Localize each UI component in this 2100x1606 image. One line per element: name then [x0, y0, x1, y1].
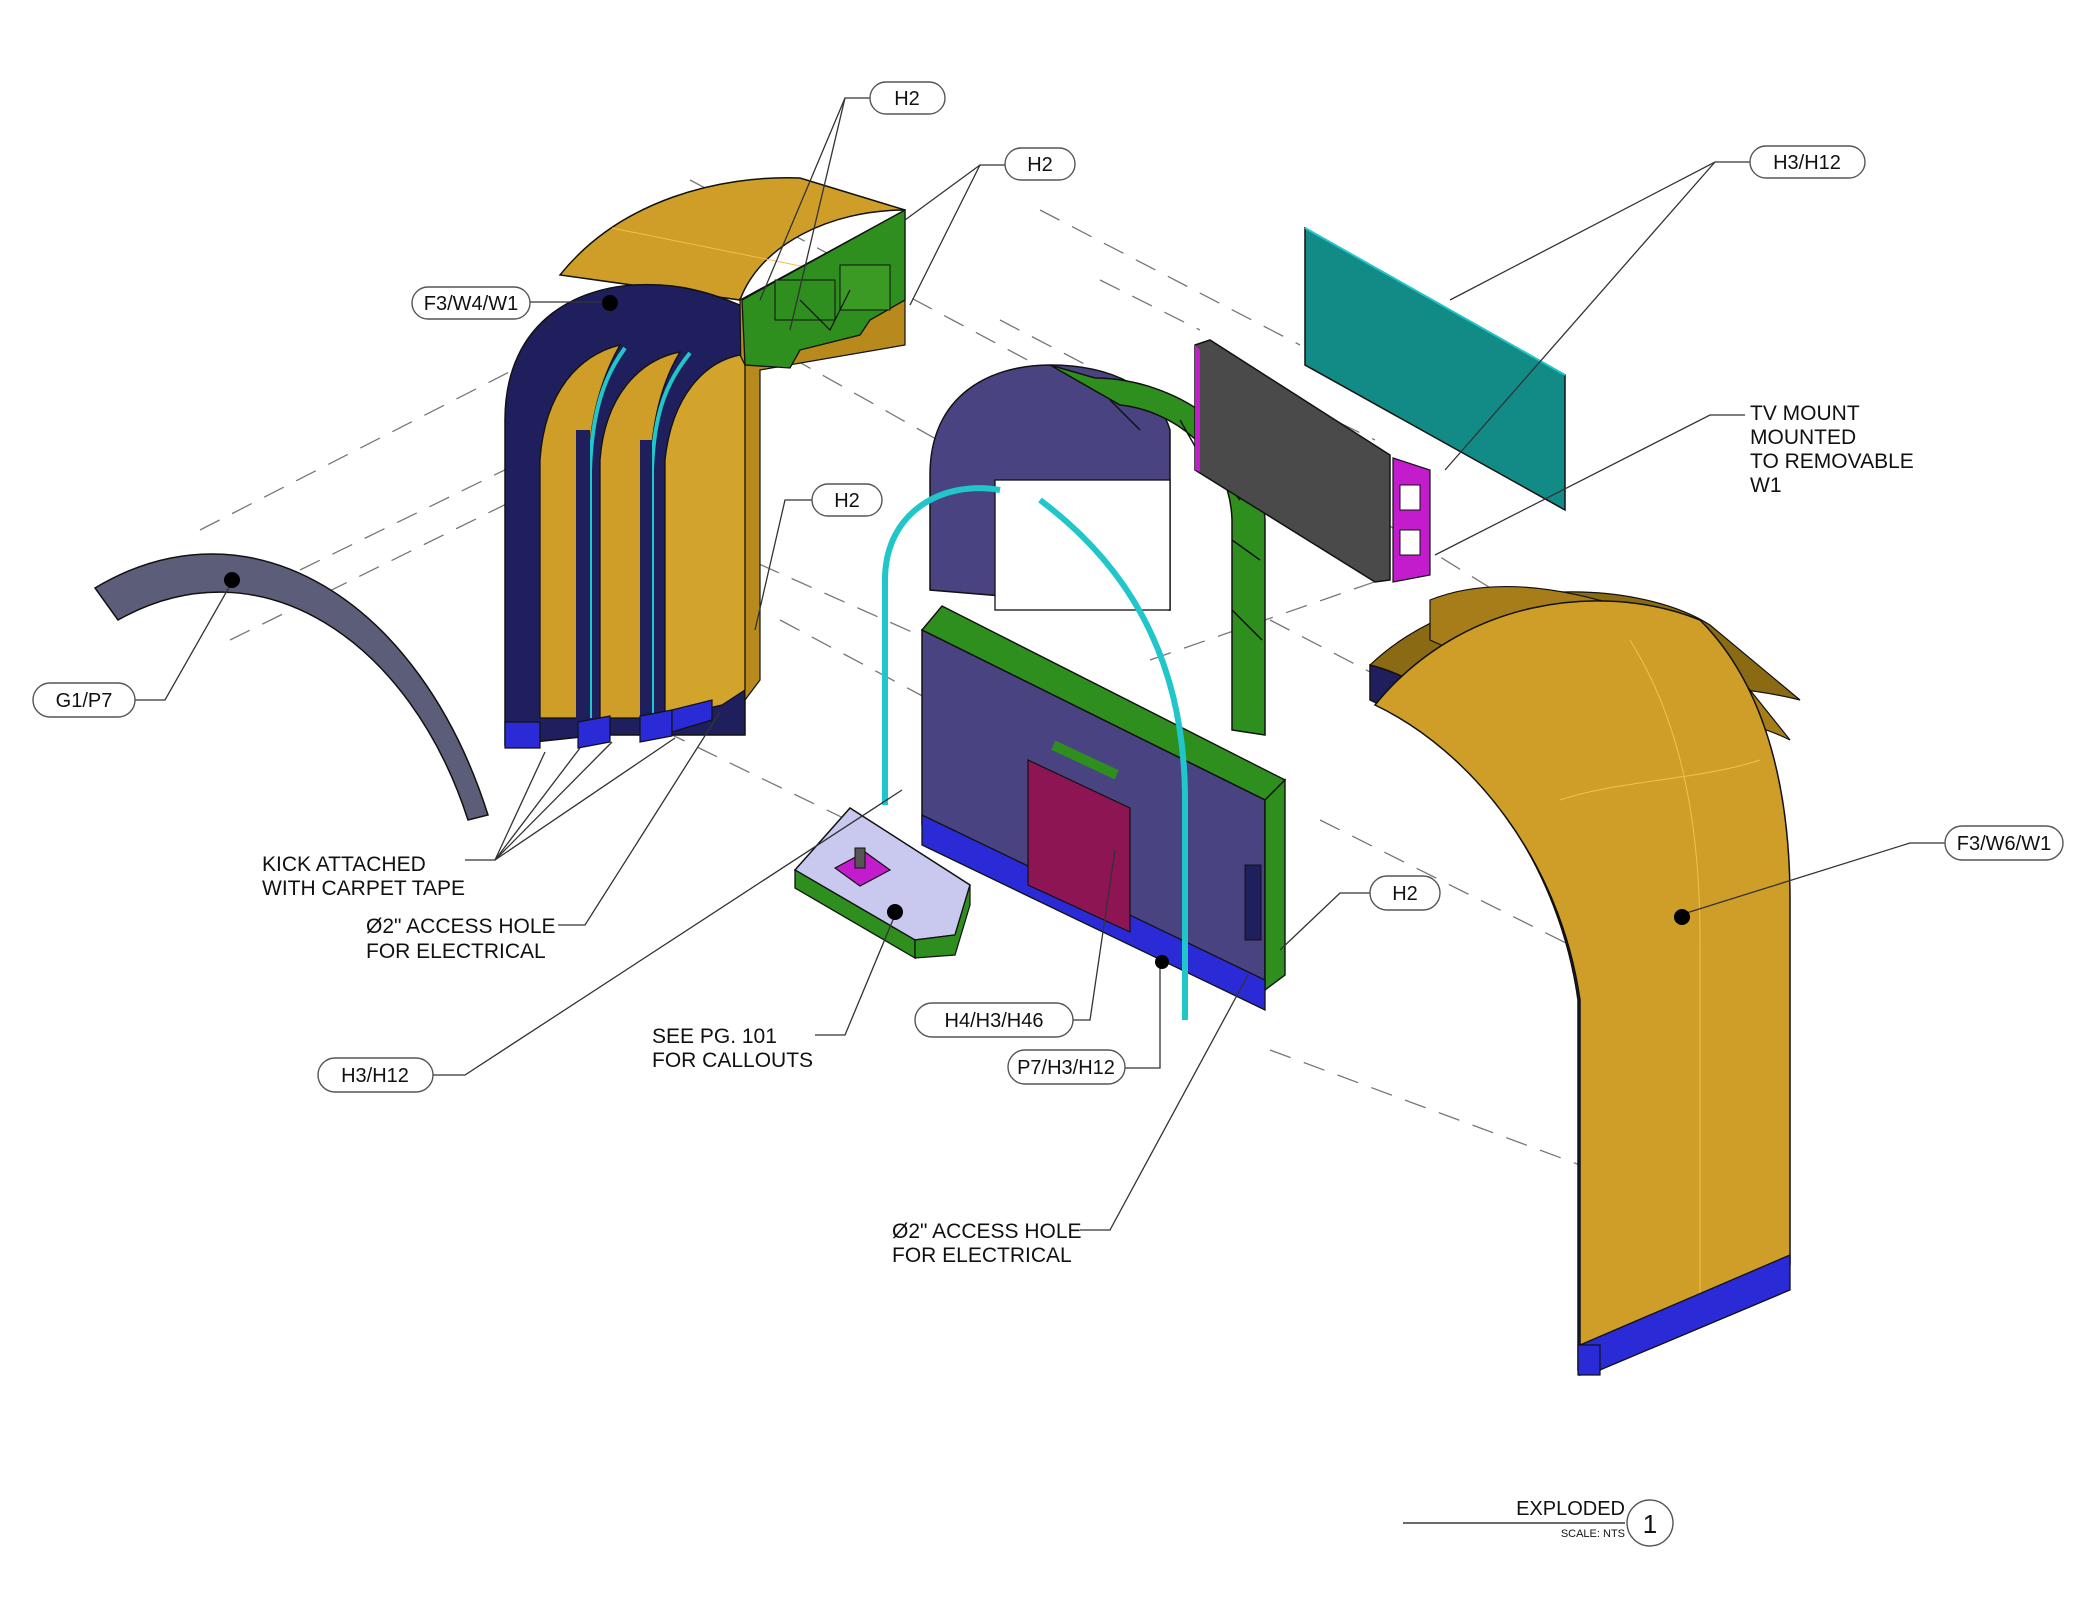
callout-h2-top-right: H2 [1004, 147, 1076, 181]
leader-dots [224, 295, 1690, 969]
tv-mount-line: MOUNTED [1750, 426, 1856, 449]
callout-label: H2 [1392, 883, 1418, 905]
callout-p7-h3-h12: P7/H3/H12 [1007, 1049, 1126, 1085]
callout-label: H3/H12 [341, 1065, 409, 1087]
callout-label: H2 [1027, 154, 1053, 176]
access-hole-line: FOR ELECTRICAL [892, 1244, 1072, 1267]
callout-label: F3/W6/W1 [1957, 833, 2051, 855]
callout-label: H3/H12 [1773, 152, 1841, 174]
view-title: EXPLODED [1516, 1498, 1625, 1520]
callout-label: H2 [894, 88, 920, 110]
curved-trim-panel [93, 553, 489, 821]
callout-g1-p7: G1/P7 [32, 682, 136, 718]
control-console [793, 807, 971, 960]
callout-h3-h12-bottom: H3/H12 [317, 1057, 434, 1093]
teal-arch-tubes [882, 485, 1188, 1020]
callout-label: H4/H3/H46 [945, 1010, 1044, 1032]
tv-mount-line: TO REMOVABLE [1750, 450, 1914, 473]
callout-f3-w6-w1: F3/W6/W1 [1944, 825, 2064, 861]
callout-label: P7/H3/H12 [1017, 1057, 1115, 1079]
view-number: 1 [1643, 1509, 1657, 1539]
access-hole-line: FOR ELECTRICAL [366, 940, 546, 963]
view-scale: SCALE: NTS [1561, 1528, 1625, 1540]
triple-arch-assembly [504, 177, 906, 749]
callout-label: H2 [834, 490, 860, 512]
see-page-line: SEE PG. 101 [652, 1025, 777, 1048]
leader-lines [135, 97, 1945, 1524]
callout-label: G1/P7 [56, 690, 113, 712]
access-hole-bottom-note: Ø2" ACCESS HOLE FOR ELECTRICAL [892, 1220, 1087, 1267]
callout-label: F3/W4/W1 [424, 293, 518, 315]
view-title-block: EXPLODED SCALE: NTS 1 [1516, 1498, 1674, 1547]
access-hole-left-note: Ø2" ACCESS HOLE FOR ELECTRICAL [366, 915, 561, 963]
kick-line: KICK ATTACHED [262, 853, 426, 876]
tv-mount-note: TV MOUNT MOUNTED TO REMOVABLE W1 [1750, 402, 1920, 497]
kick-line: WITH CARPET TAPE [262, 877, 465, 900]
tv-mount-line: W1 [1750, 474, 1782, 497]
view-number-bubble [1626, 1499, 1674, 1547]
see-page-note: SEE PG. 101 FOR CALLOUTS [652, 1025, 813, 1072]
access-hole-line: Ø2" ACCESS HOLE [366, 915, 556, 938]
callout-h3-h12-top: H3/H12 [1749, 145, 1866, 179]
center-base-cabinet [920, 605, 1287, 1012]
kick-note: KICK ATTACHED WITH CARPET TAPE [262, 853, 465, 900]
callout-h4-h3-h46: H4/H3/H46 [914, 1002, 1074, 1038]
tv-mount-line: TV MOUNT [1750, 402, 1860, 425]
callout-h2-right: H2 [1369, 875, 1441, 911]
tv-and-mount [1194, 339, 1431, 583]
see-page-line: FOR CALLOUTS [652, 1049, 813, 1072]
glass-panel [1304, 226, 1566, 512]
callout-f3-w4-w1: F3/W4/W1 [411, 286, 531, 320]
access-hole-line: Ø2" ACCESS HOLE [892, 1220, 1082, 1243]
callout-h2-mid: H2 [811, 483, 883, 517]
callout-h2-top: H2 [869, 81, 946, 115]
right-arch-panel [1369, 586, 1801, 1377]
